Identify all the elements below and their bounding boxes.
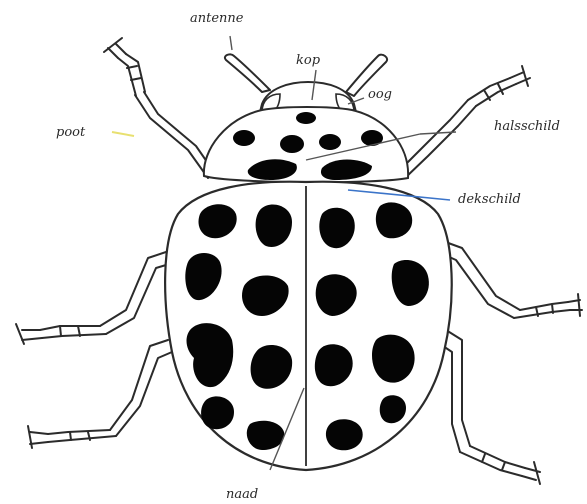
label-antenne: antenne xyxy=(190,11,244,26)
label-poot: poot xyxy=(56,125,86,140)
pointer-poot xyxy=(112,132,134,136)
leg-mid-right xyxy=(438,240,582,318)
elytra xyxy=(165,182,452,470)
label-kop: kop xyxy=(296,53,321,68)
label-halsschild: halsschild xyxy=(494,119,560,134)
leg-front-left xyxy=(104,38,214,178)
antenna-left xyxy=(225,54,270,92)
elytra-spot xyxy=(326,419,363,450)
elytra-spot xyxy=(372,335,415,383)
leg-mid-left xyxy=(16,250,176,344)
label-dekschild: dekschild xyxy=(458,192,521,207)
label-naad: naad xyxy=(226,487,258,502)
pronotum-spot xyxy=(280,135,304,153)
leg-hind-left xyxy=(28,340,172,448)
pointer-antenne xyxy=(230,36,232,50)
pronotum-spot xyxy=(233,130,255,146)
pronotum xyxy=(204,107,408,182)
leg-hind-right xyxy=(440,330,540,484)
label-oog: oog xyxy=(368,87,392,102)
pronotum-spot xyxy=(296,112,316,124)
pronotum-spot xyxy=(319,134,341,150)
